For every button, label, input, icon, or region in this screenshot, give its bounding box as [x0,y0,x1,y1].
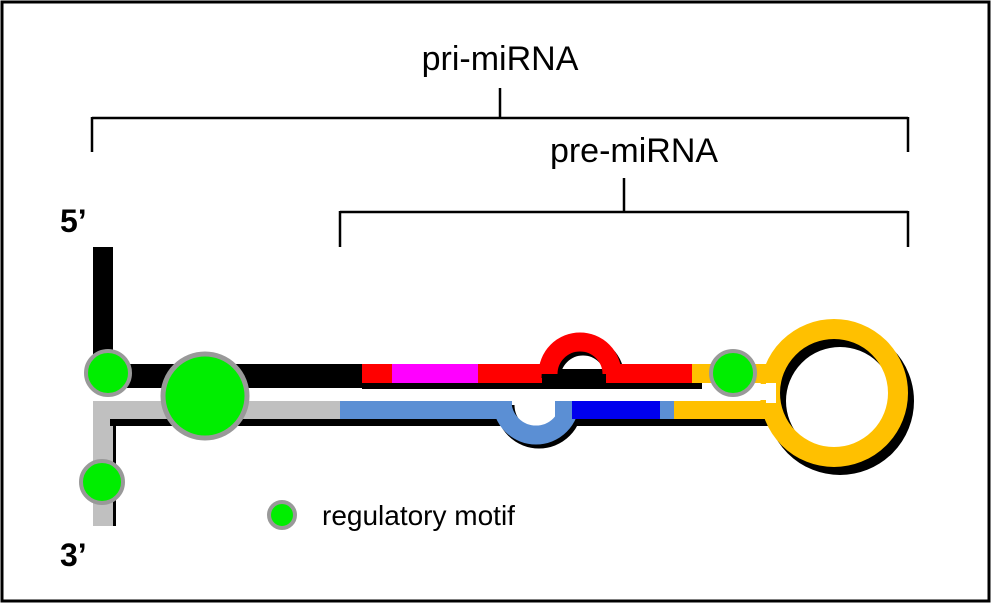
pri-mirna-label: pri-miRNA [422,40,579,78]
upper-bulge [538,332,622,375]
terminal-loop [756,319,914,475]
mature-3p-arm [572,401,662,419]
seed-segment [392,364,478,383]
pre-mirna-label: pre-miRNA [550,132,718,170]
motif-circle [84,349,132,397]
motif-circle [79,459,125,505]
legend-motif-icon [267,500,297,530]
five-prime-label: 5’ [60,203,87,239]
pre-mirna-bracket [338,178,910,247]
legend-label: regulatory motif [322,500,515,531]
regulatory-motifs [79,349,757,505]
three-prime-label: 3’ [60,537,87,573]
legend: regulatory motif [267,500,515,531]
lower-arm-segment [340,401,512,419]
pri-mirna-bracket [90,88,910,152]
motif-circle [709,349,757,397]
motif-circle [160,351,250,441]
lower-bulge [492,400,580,445]
